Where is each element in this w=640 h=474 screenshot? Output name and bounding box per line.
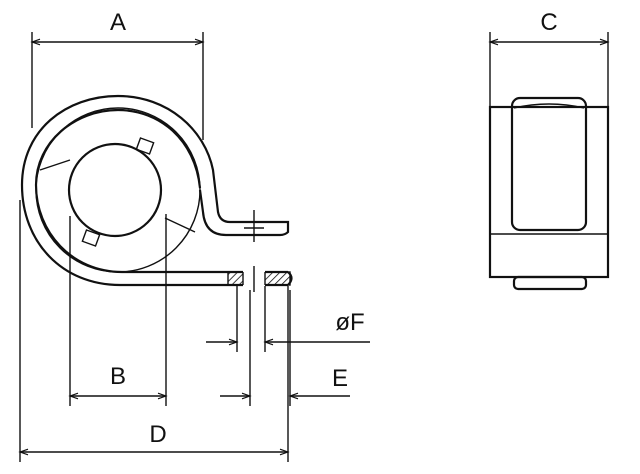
side-body bbox=[488, 105, 610, 279]
extension-lines bbox=[19, 32, 291, 462]
key-tab-top bbox=[135, 137, 155, 155]
label-e: E bbox=[332, 365, 348, 392]
cushion-split-line-left bbox=[39, 159, 71, 171]
cushion-inner-ring bbox=[35, 107, 201, 273]
key-tab-bottom bbox=[81, 229, 101, 247]
side-foot bbox=[512, 275, 588, 291]
clamp-band-outer bbox=[20, 94, 290, 287]
labels: A B C D E øF bbox=[110, 9, 558, 448]
cushion-split-line-right bbox=[164, 217, 196, 233]
pipe-bore bbox=[67, 142, 163, 238]
label-a: A bbox=[110, 9, 126, 36]
side-cushion-rim bbox=[513, 103, 585, 109]
label-c: C bbox=[540, 9, 557, 36]
label-b: B bbox=[110, 363, 126, 390]
label-f: øF bbox=[335, 309, 364, 336]
front-view bbox=[20, 94, 293, 292]
dimension-lines bbox=[18, 38, 610, 456]
label-d: D bbox=[149, 421, 166, 448]
side-view bbox=[488, 32, 610, 291]
side-cushion bbox=[510, 96, 588, 232]
